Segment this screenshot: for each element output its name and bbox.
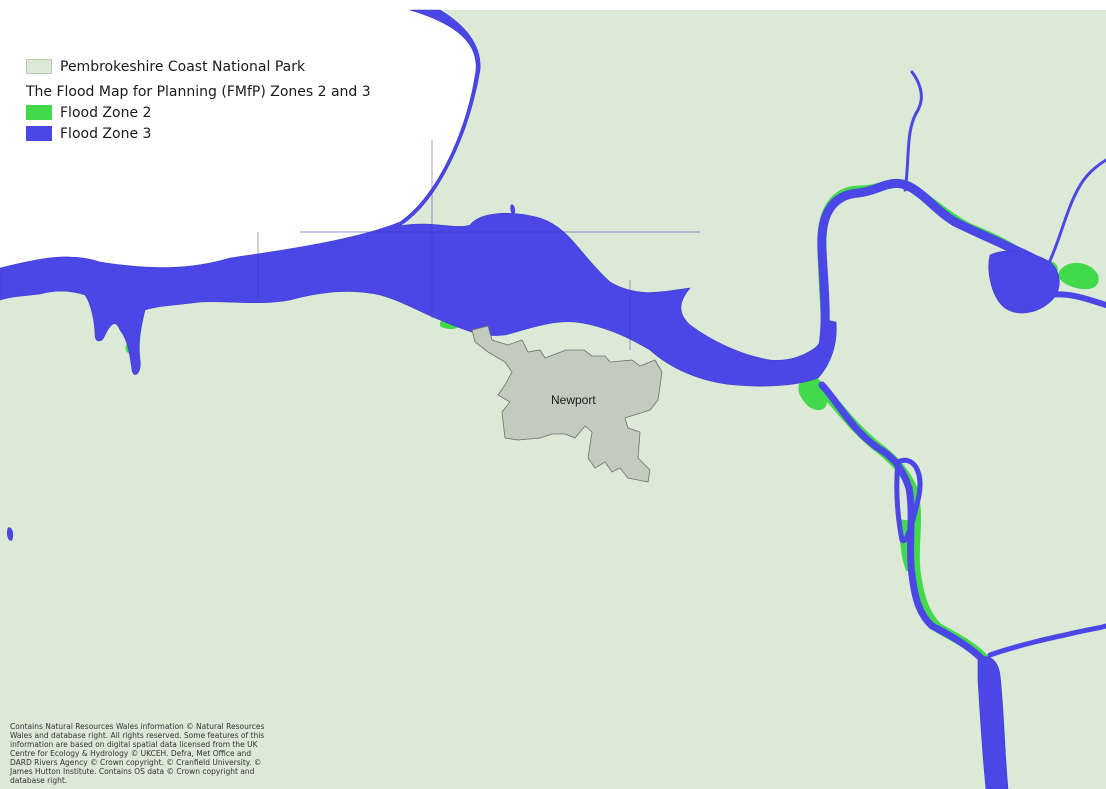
flood-zone-3-south-channel xyxy=(977,656,1009,789)
legend-item-national-park: Pembrokeshire Coast National Park xyxy=(26,56,371,77)
newport-label: Newport xyxy=(551,393,596,407)
flood-zone-3-speck-b xyxy=(510,204,516,215)
national-park-swatch xyxy=(26,59,52,74)
flood-zone-3-east-channel xyxy=(1047,291,1106,308)
flood-zone-3-estuary xyxy=(0,9,837,387)
flood-zone-3-areas xyxy=(0,9,1106,789)
legend-heading: The Flood Map for Planning (FMfP) Zones … xyxy=(26,83,371,100)
tile-seam-lines xyxy=(257,140,700,350)
flood-zone-2-patch-b xyxy=(1058,262,1099,290)
flood-zone-2-label: Flood Zone 2 xyxy=(60,104,152,121)
flood-zone-3-loop xyxy=(894,457,923,544)
flood-zone-3-tributary-north xyxy=(903,70,923,192)
newport-settlement xyxy=(471,325,663,483)
map-legend: Pembrokeshire Coast National Park The Fl… xyxy=(26,56,371,144)
flood-zone-3-swatch xyxy=(26,126,52,141)
flood-zone-3-tributary-northeast xyxy=(1046,158,1106,267)
flood-zone-3-east-basin xyxy=(988,250,1060,314)
flood-zone-3-river-north xyxy=(817,178,1053,357)
legend-item-flood-zone-3: Flood Zone 3 xyxy=(26,123,371,144)
flood-zone-3-east-branch xyxy=(987,623,1106,658)
national-park-label: Pembrokeshire Coast National Park xyxy=(60,58,306,75)
flood-zone-3-label: Flood Zone 3 xyxy=(60,125,152,142)
flood-zone-2-swatch xyxy=(26,105,52,120)
flood-zone-3-speck xyxy=(7,527,14,541)
legend-item-flood-zone-2: Flood Zone 2 xyxy=(26,102,371,123)
map-attribution: Contains Natural Resources Wales informa… xyxy=(10,722,265,785)
